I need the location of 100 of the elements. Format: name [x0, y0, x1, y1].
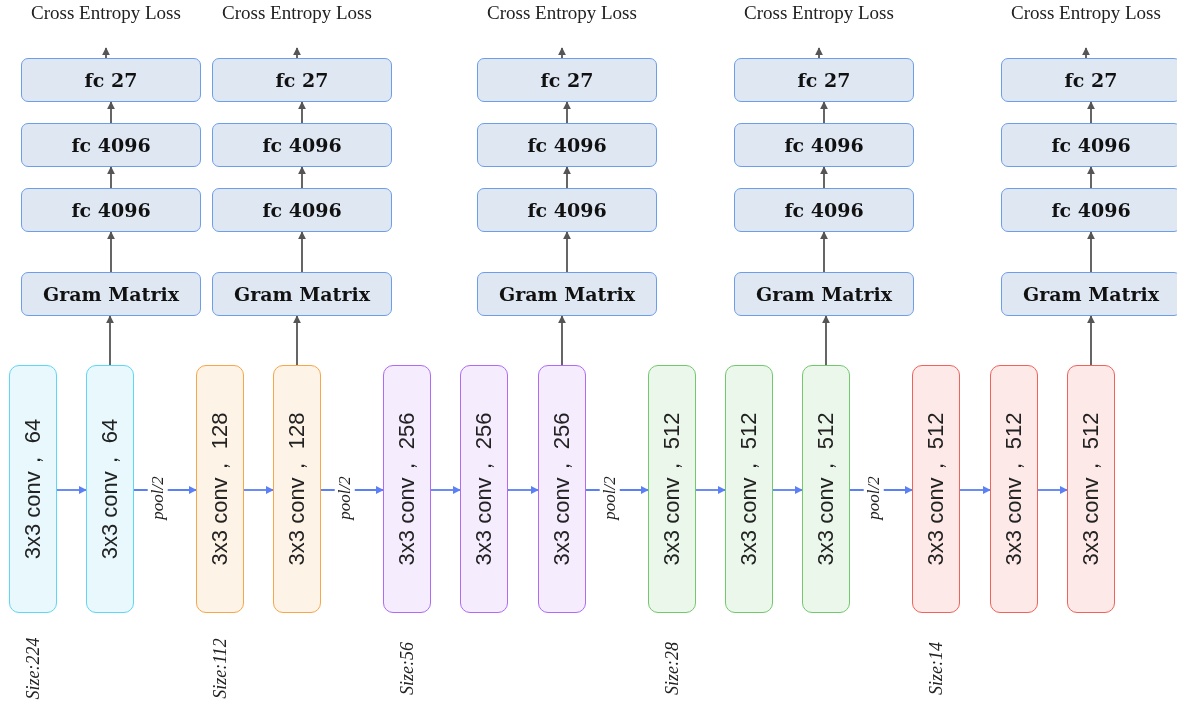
fc-layer-box [477, 188, 657, 232]
arrow [106, 101, 116, 124]
layer-label: fc 27 [540, 69, 594, 91]
layer-label: fc 4096 [262, 199, 342, 221]
size-label: Size:112 [209, 637, 231, 699]
fc-layer-box [1001, 123, 1177, 167]
arrow [562, 231, 572, 273]
arrow [772, 485, 803, 495]
conv-layer-box [990, 365, 1038, 613]
layer-label: 3x3 conv， 512 [658, 412, 685, 566]
conv-layer-box [9, 365, 57, 613]
edge-label: pool/2 [863, 474, 884, 522]
arrow [959, 485, 991, 495]
arrow [297, 166, 307, 189]
arrow [106, 166, 116, 189]
layer-label: 3x3 conv， 256 [548, 412, 575, 566]
layer-label: 3x3 conv， 512 [1000, 412, 1027, 566]
conv-layer-box [912, 365, 960, 613]
loss-label: Cross Entropy Loss [744, 2, 894, 48]
arrow [821, 315, 831, 366]
layer-label: 3x3 conv， 64 [19, 418, 46, 560]
arrow [819, 231, 829, 273]
arrow [557, 315, 567, 366]
arrow [562, 166, 572, 189]
layer-label: 3x3 conv， 512 [812, 412, 839, 566]
edge-label: pool/2 [599, 474, 620, 522]
arrow [1086, 231, 1096, 273]
layer-label: 3x3 conv， 256 [393, 412, 420, 566]
fc-layer-box [21, 188, 201, 232]
arrow [507, 485, 539, 495]
arrow [1086, 166, 1096, 189]
layer-label: Gram Matrix [499, 283, 635, 305]
fc-layer-box [734, 188, 914, 232]
layer-label: fc 27 [275, 69, 329, 91]
fc-layer-box [734, 123, 914, 167]
arrow [695, 485, 726, 495]
arrow [101, 47, 111, 59]
conv-layer-box [383, 365, 431, 613]
layer-label: Gram Matrix [1023, 283, 1159, 305]
edge-label: pool/2 [334, 474, 355, 522]
layer-label: fc 4096 [784, 134, 864, 156]
layer-label: 3x3 conv， 128 [206, 412, 233, 566]
arrow [1086, 315, 1096, 366]
arrow [562, 101, 572, 124]
conv-layer-box [538, 365, 586, 613]
arrow [1086, 101, 1096, 124]
arrow [56, 485, 87, 495]
layer-label: 3x3 conv， 64 [96, 418, 123, 560]
size-label: Size:56 [396, 641, 418, 695]
arrow [292, 315, 302, 366]
conv-layer-box [196, 365, 244, 613]
layer-label: fc 27 [84, 69, 138, 91]
arrow [292, 47, 302, 59]
conv-layer-box [1067, 365, 1115, 613]
arrow [297, 101, 307, 124]
arrow [106, 231, 116, 273]
layer-label: fc 4096 [71, 134, 151, 156]
size-label: Size:28 [661, 641, 683, 695]
arrow [243, 485, 274, 495]
arrow [819, 166, 829, 189]
conv-layer-box [725, 365, 773, 613]
edge-label: pool/2 [147, 474, 168, 522]
arrow [557, 47, 567, 59]
loss-label: Cross Entropy Loss [1011, 2, 1161, 48]
loss-label: Cross Entropy Loss [222, 2, 372, 48]
layer-label: 3x3 conv， 512 [1077, 412, 1104, 566]
gram-matrix-box [21, 272, 201, 316]
fc-layer-box [477, 123, 657, 167]
fc-layer-box [1001, 188, 1177, 232]
layer-label: fc 4096 [1051, 199, 1131, 221]
conv-layer-box [273, 365, 321, 613]
fc-layer-box [212, 123, 392, 167]
arrow [1081, 47, 1091, 59]
fc-layer-box [21, 58, 201, 102]
fc-layer-box [734, 58, 914, 102]
size-label: Size:14 [925, 641, 947, 695]
layer-label: 3x3 conv， 256 [470, 412, 497, 566]
arrow [819, 101, 829, 124]
layer-label: 3x3 conv， 512 [735, 412, 762, 566]
layer-label: fc 27 [1064, 69, 1118, 91]
gram-matrix-box [212, 272, 392, 316]
arrow [105, 315, 115, 366]
conv-layer-box [648, 365, 696, 613]
fc-layer-box [212, 188, 392, 232]
layer-label: 3x3 conv， 512 [922, 412, 949, 566]
gram-matrix-box [1001, 272, 1177, 316]
layer-label: fc 4096 [71, 199, 151, 221]
conv-layer-box [86, 365, 134, 613]
arrow [1037, 485, 1068, 495]
size-label: Size:224 [22, 637, 44, 699]
loss-label: Cross Entropy Loss [487, 2, 637, 48]
layer-label: fc 27 [797, 69, 851, 91]
layer-label: Gram Matrix [756, 283, 892, 305]
layer-label: fc 4096 [262, 134, 342, 156]
layer-label: Gram Matrix [234, 283, 370, 305]
arrow [430, 485, 461, 495]
layer-label: fc 4096 [1051, 134, 1131, 156]
gram-matrix-box [734, 272, 914, 316]
layer-label: fc 4096 [784, 199, 864, 221]
arrow [297, 231, 307, 273]
